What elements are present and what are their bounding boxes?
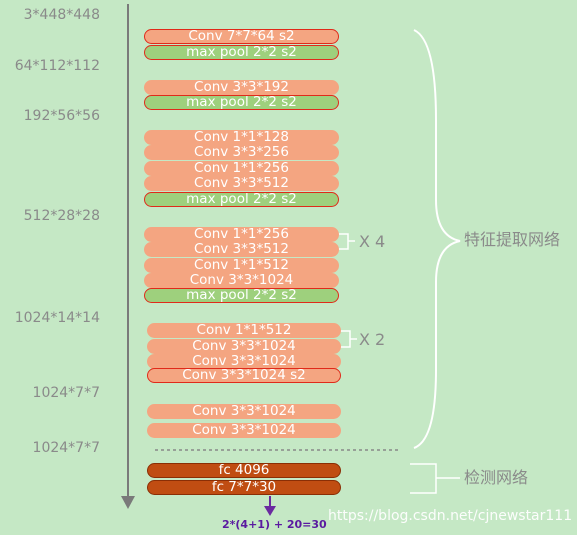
bracket-x4	[338, 233, 349, 250]
layer-conv: Conv 3*3*256	[144, 145, 339, 160]
layer-maxpool: max pool 2*2 s2	[144, 95, 339, 110]
repeat-x2-label: X 2	[359, 330, 386, 349]
watermark-url: https://blog.csdn.net/cjnewstar111	[328, 508, 573, 524]
layer-conv: Conv 3*3*1024	[147, 423, 341, 438]
repeat-x4-label: X 4	[359, 232, 386, 251]
dim-label-stage2: 192*56*56	[23, 108, 100, 124]
main-flow-arrowhead	[121, 496, 135, 509]
layer-conv: Conv 3*3*512	[144, 242, 339, 257]
layer-conv: Conv 1*1*128	[144, 130, 339, 145]
layer-conv: Conv 3*3*1024	[147, 354, 341, 369]
output-arrowhead	[264, 506, 276, 516]
layer-conv-7x7: Conv 7*7*64 s2	[144, 29, 339, 44]
dim-label-stage3: 512*28*28	[23, 208, 100, 224]
feature-extraction-label: 特征提取网络	[464, 230, 561, 249]
feature-brace	[413, 29, 461, 449]
layer-conv: Conv 1*1*512	[144, 258, 339, 273]
layer-fc-4096: fc 4096	[147, 463, 341, 478]
layer-conv: Conv 1*1*512	[147, 323, 341, 338]
layer-conv: Conv 1*1*256	[144, 227, 339, 242]
layer-maxpool: max pool 2*2 s2	[144, 45, 339, 60]
layer-maxpool: max pool 2*2 s2	[144, 288, 339, 303]
layer-conv: Conv 1*1*256	[144, 161, 339, 176]
layer-conv: Conv 3*3*512	[144, 176, 339, 191]
layer-conv: Conv 3*3*1024	[144, 273, 339, 288]
dim-label-stage6: 1024*7*7	[32, 440, 100, 456]
detection-network-label: 检测网络	[464, 468, 529, 487]
dim-label-stage5: 1024*7*7	[32, 385, 100, 401]
bracket-x2	[340, 330, 351, 348]
output-formula: 2*(4+1) + 20=30	[222, 518, 327, 531]
layer-conv: Conv 3*3*1024	[147, 339, 341, 354]
layer-conv: Conv 3*3*192	[144, 80, 339, 95]
layer-maxpool: max pool 2*2 s2	[144, 192, 339, 207]
dim-label-input: 3*448*448	[23, 7, 100, 23]
layer-fc-output: fc 7*7*30	[147, 480, 341, 495]
detect-bracket	[410, 463, 437, 494]
dim-label-stage1: 64*112*112	[14, 58, 100, 74]
dim-label-stage4: 1024*14*14	[14, 310, 100, 326]
layer-conv-stride2: Conv 3*3*1024 s2	[147, 368, 341, 383]
layer-conv: Conv 3*3*1024	[147, 404, 341, 419]
